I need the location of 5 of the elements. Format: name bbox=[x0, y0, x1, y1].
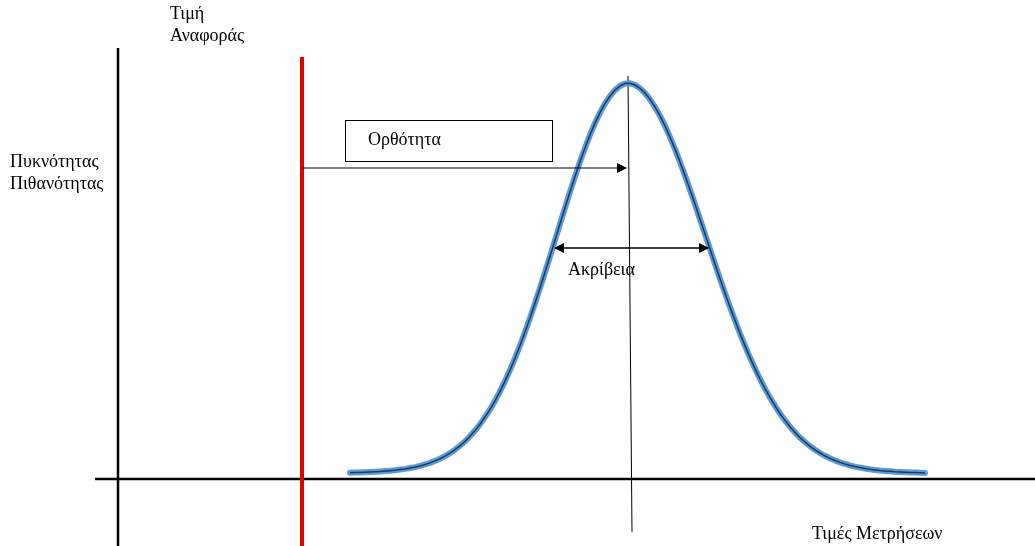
box-text: Ορθότητα bbox=[368, 129, 441, 149]
axis-label: Τιμές Μετρήσεων bbox=[812, 522, 944, 544]
axis-label: Πυκνότητας Πιθανότητας bbox=[10, 150, 105, 194]
axis-label: Τιμή Αναφοράς bbox=[170, 2, 246, 46]
label-box bbox=[345, 120, 553, 162]
